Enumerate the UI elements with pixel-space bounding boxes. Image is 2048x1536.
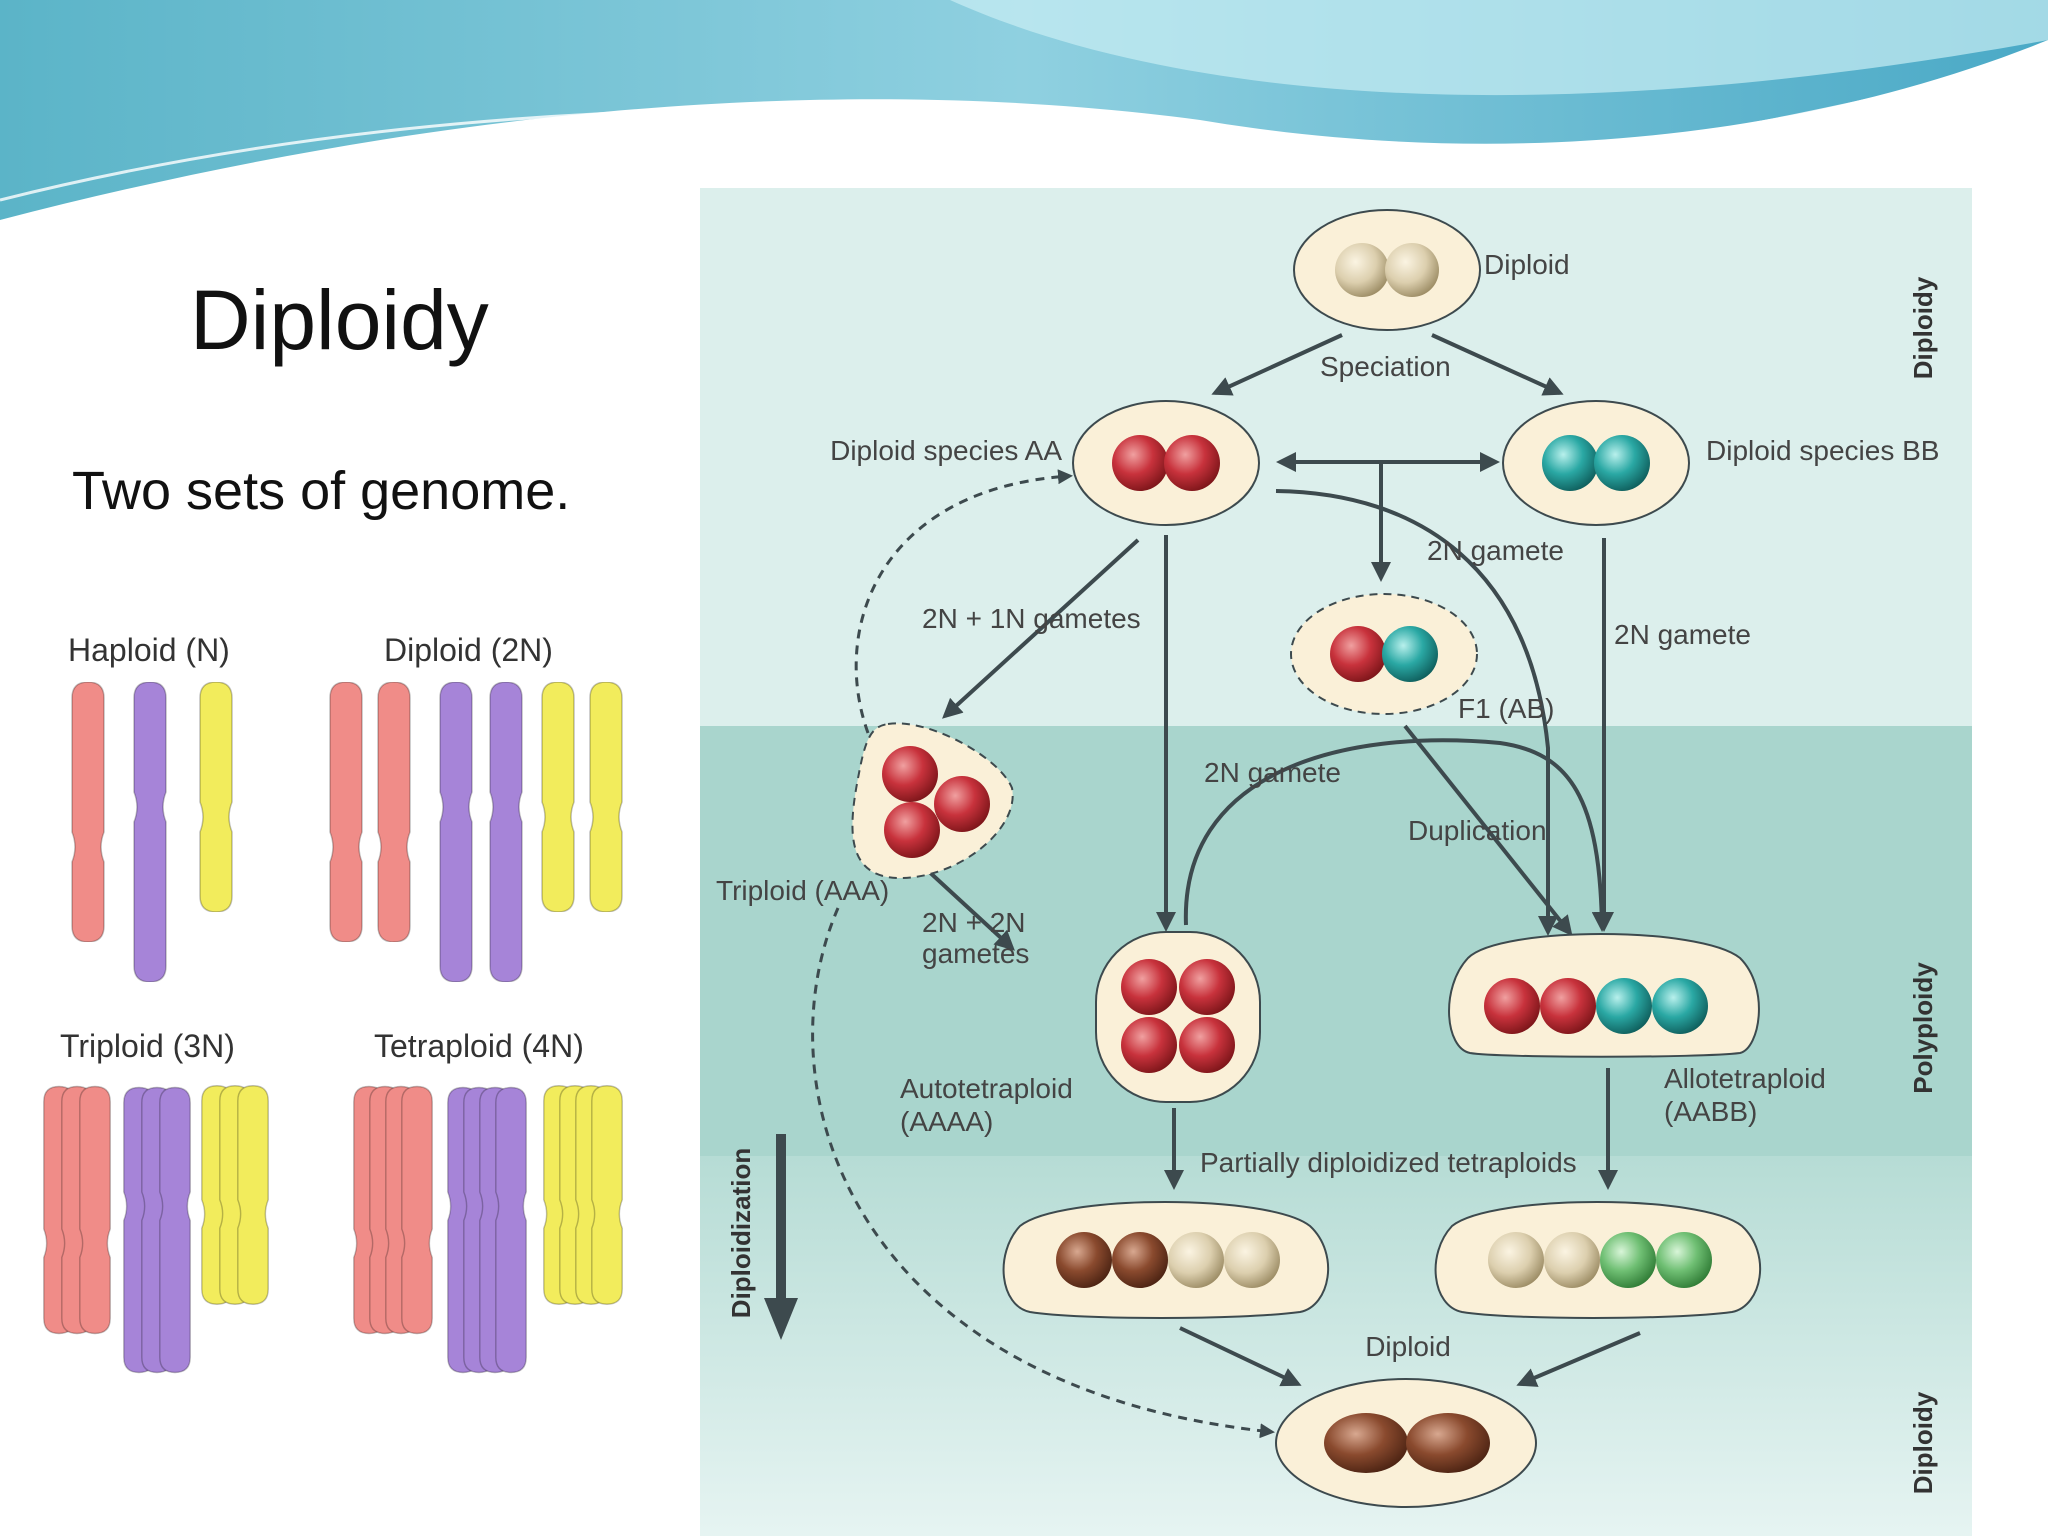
diploid-label: Diploid (2N): [384, 632, 553, 668]
label-species-bb: Diploid species BB: [1706, 435, 1939, 466]
cell-triploid: [851, 722, 1014, 880]
label-allotetraploid-line1: Allotetraploid: [1664, 1063, 1826, 1094]
slide-title: Diploidy: [190, 273, 489, 367]
haploid-chromosomes: [71, 682, 233, 982]
cell-partial-left: [1002, 1201, 1330, 1319]
flow-arrows: [923, 333, 1641, 1387]
cell-autotetraploid: [1095, 931, 1261, 1103]
label-speciation: Speciation: [1320, 351, 1451, 382]
band-label-polyploidy: Polyploidy: [1908, 962, 1938, 1094]
label-triploid: Triploid (AAA): [716, 875, 889, 906]
label-autotetraploid-line2: (AAAA): [900, 1106, 993, 1137]
band-label-diploidy-top: Diploidy: [1908, 276, 1938, 379]
polyploidy-flow-diagram: Diploidy Polyploidy Diploidy Diploidizat…: [700, 188, 1972, 1536]
label-autotetraploid-line1: Autotetraploid: [900, 1073, 1073, 1104]
cell-diploid-top: [1293, 209, 1481, 331]
label-2n-2n-gametes-line2: gametes: [922, 938, 1029, 969]
label-species-aa: Diploid species AA: [830, 435, 1062, 466]
label-2n-gamete-bb: 2N gamete: [1614, 619, 1751, 650]
cell-diploid-bottom: [1275, 1378, 1537, 1508]
cell-species-bb: [1502, 400, 1690, 526]
header-wave-banner: [0, 0, 2048, 220]
label-allotetraploid-line2: (AABB): [1664, 1096, 1757, 1127]
label-2n-2n-gametes-line1: 2N + 2N: [922, 907, 1026, 938]
diploid-chromosomes: [329, 682, 623, 982]
diploidization-arrow: [764, 1134, 798, 1340]
slide-subtitle: Two sets of genome.: [72, 461, 571, 521]
label-duplication: Duplication: [1408, 815, 1547, 846]
triploid-label: Triploid (3N): [60, 1028, 235, 1064]
cell-partial-right: [1434, 1201, 1762, 1319]
cell-allotetraploid: [1448, 933, 1760, 1058]
label-2n-gamete-aa: 2N gamete: [1204, 757, 1341, 788]
label-2n-gamete-hybrid: 2N gamete: [1427, 535, 1564, 566]
tetraploid-label: Tetraploid (4N): [374, 1028, 584, 1064]
triploid-chromosomes: [43, 1085, 269, 1374]
diploidization-label: Diploidization: [726, 1148, 756, 1318]
band-label-diploidy-bottom: Diploidy: [1908, 1391, 1938, 1494]
label-diploid-bottom: Diploid: [1365, 1331, 1451, 1362]
label-2n-1n-gametes: 2N + 1N gametes: [922, 603, 1141, 634]
cell-species-aa: [1072, 400, 1260, 526]
label-diploid-top: Diploid: [1484, 249, 1570, 280]
label-partially-diploidized: Partially diploidized tetraploids: [1200, 1147, 1577, 1178]
tetraploid-chromosomes: [353, 1085, 623, 1374]
dashed-return-arrows: [811, 469, 1275, 1439]
chromosome-sets-illustration: [43, 682, 623, 1374]
cell-f1-hybrid: [1290, 593, 1478, 715]
haploid-label: Haploid (N): [68, 632, 230, 668]
label-f1-ab: F1 (AB): [1458, 693, 1554, 724]
